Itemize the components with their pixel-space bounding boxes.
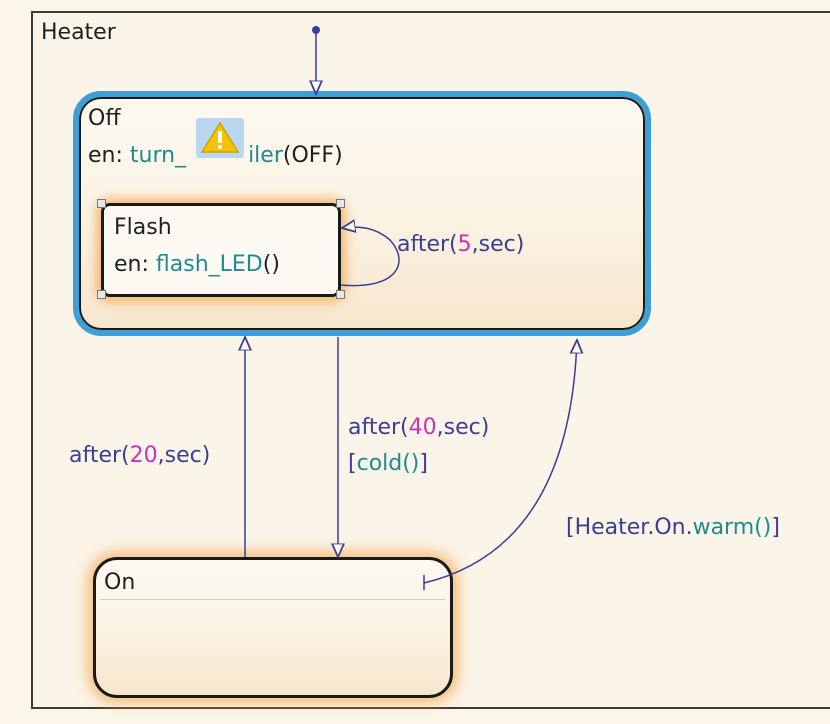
condition-open: [ (348, 451, 357, 476)
entry-prefix: en: (114, 252, 156, 277)
state-heater-label: Heater (41, 20, 116, 45)
label-fn: after( (69, 443, 130, 468)
transition-flash-self-loop[interactable] (341, 227, 400, 287)
condition-suffix: ] (771, 515, 780, 540)
entry-action-function: turn_ (129, 143, 187, 168)
entry-action-args: (OFF) (282, 143, 343, 168)
label-tail: ,sec) (471, 232, 525, 257)
state-off-label: Off (88, 106, 121, 131)
state-on[interactable] (93, 557, 453, 698)
selection-handle-top-right[interactable] (336, 199, 345, 208)
state-flash[interactable] (101, 203, 341, 297)
selection-handle-bottom-left[interactable] (97, 290, 106, 299)
entry-action-function-rest: iler (248, 143, 283, 168)
selection-handle-bottom-right[interactable] (336, 290, 345, 299)
condition-fn: cold() (356, 451, 420, 476)
label-num: 40 (408, 415, 437, 440)
entry-prefix: en: (88, 143, 130, 168)
state-flash-label: Flash (114, 215, 172, 240)
warning-icon (200, 121, 240, 153)
condition-prefix: [Heater.On. (566, 515, 693, 540)
entry-action-function: flash_LED (155, 252, 263, 277)
condition-fn: warm() (692, 515, 772, 540)
state-on-label: On (104, 570, 136, 595)
label-fn: after( (348, 415, 409, 440)
transition-label-on-to-off[interactable]: after(20,sec) (69, 443, 210, 469)
warning-badge[interactable] (196, 118, 244, 158)
label-tail: ,sec) (157, 443, 211, 468)
transition-label-flash-self[interactable]: after(5,sec) (397, 232, 524, 258)
transition-on-to-off-warm[interactable] (423, 340, 577, 584)
label-num: 5 (457, 232, 472, 257)
transition-condition-off-to-on[interactable]: [cold()] (348, 451, 428, 477)
transition-label-on-to-off-warm[interactable]: [Heater.On.warm()] (566, 515, 780, 541)
state-flash-entry-action: en: flash_LED() (114, 252, 280, 278)
label-fn: after( (397, 232, 458, 257)
transition-label-off-to-on[interactable]: after(40,sec) (348, 415, 489, 441)
state-on-divider (100, 599, 445, 600)
condition-close: ] (419, 451, 428, 476)
selection-handle-top-left[interactable] (97, 199, 106, 208)
label-num: 20 (129, 443, 158, 468)
state-off-entry-action: en: turn_ iler(OFF) (88, 143, 343, 169)
label-tail: ,sec) (436, 415, 490, 440)
entry-action-args: () (262, 252, 280, 277)
